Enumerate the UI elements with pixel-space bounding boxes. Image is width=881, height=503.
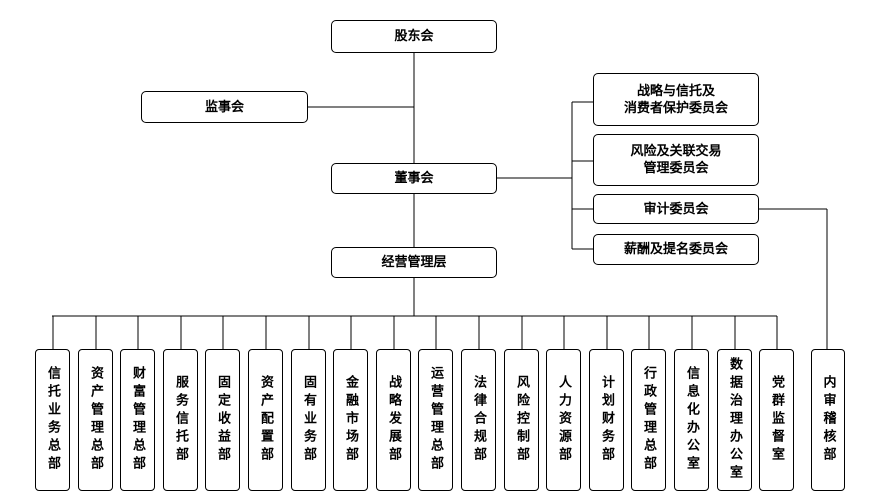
department-node: 计划财务部 bbox=[589, 349, 624, 491]
supervisors-node: 监事会 bbox=[141, 91, 308, 123]
department-label: 信息化办公室 bbox=[684, 366, 699, 474]
board-node: 董事会 bbox=[331, 163, 497, 194]
department-node: 运营管理总部 bbox=[418, 349, 453, 491]
department-node: 信托业务总部 bbox=[35, 349, 70, 491]
department-node: 党群监督室 bbox=[759, 349, 794, 491]
department-label: 服务信托部 bbox=[173, 375, 188, 465]
committee-audit: 审计委员会 bbox=[593, 194, 759, 224]
department-label: 法律合规部 bbox=[471, 375, 486, 465]
department-node: 信息化办公室 bbox=[674, 349, 709, 491]
audit-department-node: 内审稽核部 bbox=[811, 349, 845, 491]
management-label: 经营管理层 bbox=[381, 255, 447, 270]
department-node: 数据治理办公室 bbox=[717, 349, 752, 491]
department-label: 党群监督室 bbox=[769, 375, 784, 465]
department-node: 战略发展部 bbox=[376, 349, 411, 491]
department-node: 财富管理总部 bbox=[120, 349, 155, 491]
department-label: 行政管理总部 bbox=[641, 366, 656, 474]
department-node: 资产配置部 bbox=[248, 349, 283, 491]
department-label: 固定收益部 bbox=[215, 375, 230, 465]
department-label: 信托业务总部 bbox=[45, 366, 60, 474]
audit-department-label: 内审稽核部 bbox=[820, 375, 836, 465]
department-node: 风险控制部 bbox=[504, 349, 539, 491]
shareholders-label: 股东会 bbox=[394, 29, 434, 44]
committee-strategy-line1: 战略与信托及 bbox=[636, 83, 715, 99]
department-label: 财富管理总部 bbox=[130, 366, 145, 474]
department-node: 金融市场部 bbox=[333, 349, 368, 491]
department-label: 战略发展部 bbox=[386, 375, 401, 465]
committee-audit-label: 审计委员会 bbox=[643, 201, 709, 217]
committee-risk-line1: 风险及关联交易 bbox=[630, 144, 722, 159]
committee-strategy-line2: 消费者保护委员会 bbox=[623, 100, 728, 116]
board-label: 董事会 bbox=[394, 171, 434, 186]
committee-risk-line2: 管理委员会 bbox=[643, 161, 709, 176]
department-label: 风险控制部 bbox=[514, 375, 529, 465]
department-label: 数据治理办公室 bbox=[727, 357, 742, 483]
department-node: 固定收益部 bbox=[205, 349, 240, 491]
committee-remuneration-label: 薪酬及提名委员会 bbox=[623, 242, 728, 257]
shareholders-node: 股东会 bbox=[331, 20, 497, 53]
department-node: 资产管理总部 bbox=[78, 349, 113, 491]
department-label: 人力资源部 bbox=[556, 375, 571, 465]
department-label: 资产管理总部 bbox=[88, 366, 103, 474]
department-label: 资产配置部 bbox=[258, 375, 273, 465]
department-label: 金融市场部 bbox=[343, 375, 358, 465]
department-label: 计划财务部 bbox=[599, 375, 614, 465]
department-label: 运营管理总部 bbox=[428, 366, 443, 474]
supervisors-label: 监事会 bbox=[204, 99, 244, 115]
committee-strategy-consumer: 战略与信托及 消费者保护委员会 bbox=[593, 73, 759, 126]
management-node: 经营管理层 bbox=[331, 247, 497, 278]
department-node: 人力资源部 bbox=[546, 349, 581, 491]
department-node: 行政管理总部 bbox=[631, 349, 666, 491]
committee-remuneration: 薪酬及提名委员会 bbox=[593, 234, 759, 265]
committee-risk-related: 风险及关联交易 管理委员会 bbox=[593, 134, 759, 186]
department-node: 法律合规部 bbox=[461, 349, 496, 491]
department-label: 固有业务部 bbox=[301, 375, 316, 465]
department-node: 服务信托部 bbox=[163, 349, 198, 491]
department-node: 固有业务部 bbox=[291, 349, 326, 491]
